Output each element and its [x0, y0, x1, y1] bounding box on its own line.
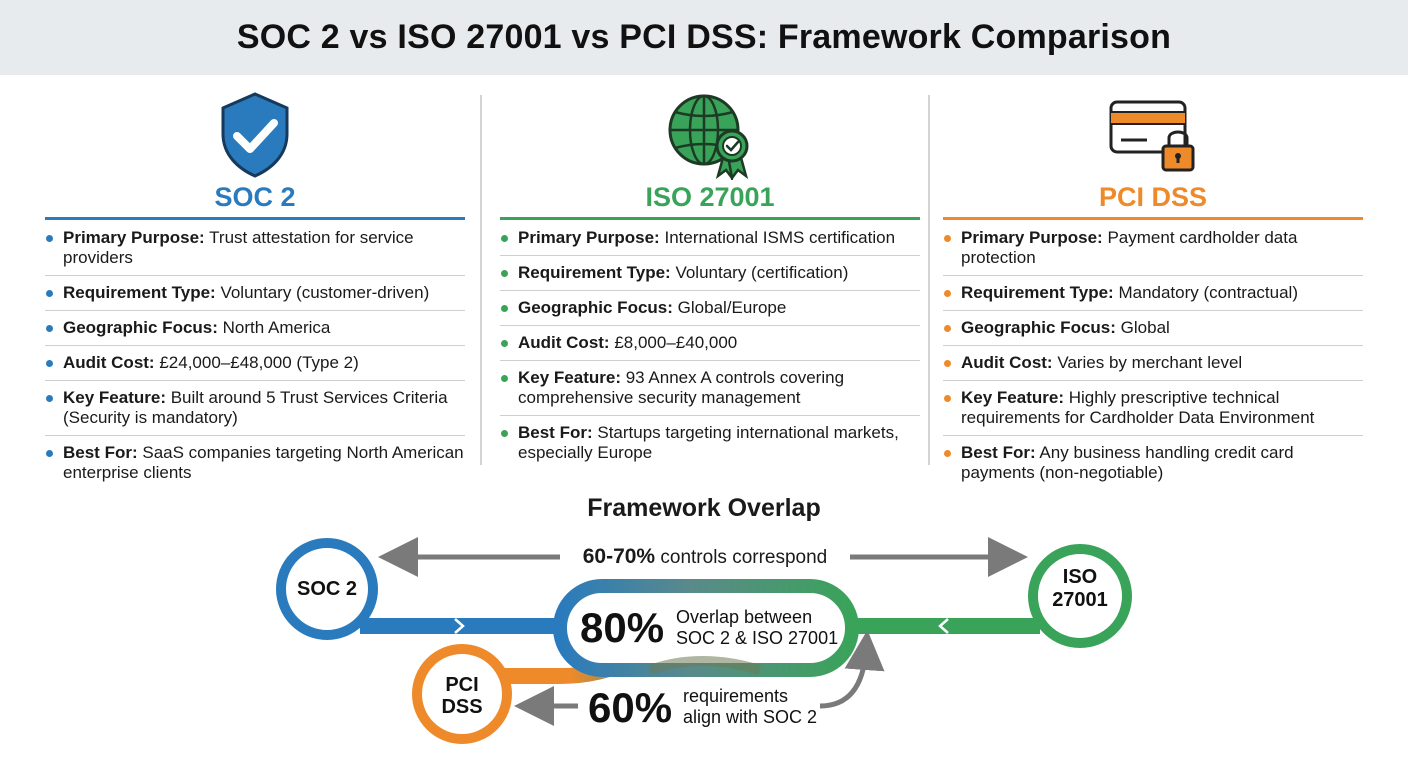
shield-check-icon [221, 92, 289, 178]
soc2-node [276, 538, 378, 640]
column-rule [500, 217, 920, 220]
overlap-title: Framework Overlap [587, 494, 821, 522]
page-title: SOC 2 vs ISO 27001 vs PCI DSS: Framework… [236, 18, 1172, 56]
feature-list: Primary Purpose: Trust attestation for s… [45, 221, 465, 490]
list-item: Geographic Focus: Global/Europe [500, 291, 920, 326]
center-overlap-shade [648, 656, 762, 675]
list-item: Requirement Type: Voluntary (certificati… [500, 256, 920, 291]
list-item: Primary Purpose: Trust attestation for s… [45, 221, 465, 276]
column-heading: ISO 27001 [645, 182, 775, 212]
globe-badge-icon [668, 94, 749, 180]
list-item: Key Feature: Built around 5 Trust Servic… [45, 381, 465, 436]
feature-list: Primary Purpose: Payment cardholder data… [943, 221, 1363, 490]
list-item: Primary Purpose: International ISMS cert… [500, 221, 920, 256]
column-heading: SOC 2 [214, 182, 296, 212]
list-item: Audit Cost: £24,000–£48,000 (Type 2) [45, 346, 465, 381]
pci-node [412, 644, 512, 744]
feature-list: Primary Purpose: International ISMS cert… [500, 221, 920, 470]
column-rule [943, 217, 1363, 220]
list-item: Requirement Type: Voluntary (customer-dr… [45, 276, 465, 311]
list-item: Key Feature: 93 Annex A controls coverin… [500, 361, 920, 416]
title-bar: SOC 2 vs ISO 27001 vs PCI DSS: Framework… [0, 0, 1408, 75]
list-item: Audit Cost: £8,000–£40,000 [500, 326, 920, 361]
pci-align-text: requirements align with SOC 2 [683, 686, 818, 727]
list-item: Best For: SaaS companies targeting North… [45, 436, 465, 490]
overlap-diagram [276, 537, 1132, 744]
pci-align-percent: 60% [588, 684, 673, 731]
column-rule [45, 217, 465, 220]
list-item: Requirement Type: Mandatory (contractual… [943, 276, 1363, 311]
soc2-node-label: SOC 2 [296, 578, 358, 600]
list-item: Geographic Focus: Global [943, 311, 1363, 346]
list-item: Primary Purpose: Payment cardholder data… [943, 221, 1363, 276]
column-heading: PCI DSS [1098, 182, 1208, 212]
card-lock-icon [1109, 100, 1195, 172]
center-overlap-capsule [553, 579, 859, 677]
list-item: Key Feature: Highly prescriptive technic… [943, 381, 1363, 436]
column-divider [480, 95, 482, 465]
iso-node-label: ISO 27001 [1052, 566, 1108, 611]
correspond-label: 60-70% controls correspond [560, 545, 850, 569]
column-divider [928, 95, 930, 465]
center-overlap-percent: 80% [580, 604, 665, 651]
soc2-chevron [454, 618, 465, 634]
pci-arrow-up [819, 630, 885, 709]
iso-chevron [938, 618, 949, 634]
iso-node [1028, 544, 1132, 648]
center-overlap-text: Overlap between SOC 2 & ISO 27001 [676, 607, 839, 648]
pci-node-label: PCI DSS [441, 674, 483, 718]
list-item: Best For: Startups targeting internation… [500, 416, 920, 470]
list-item: Best For: Any business handling credit c… [943, 436, 1363, 490]
list-item: Geographic Focus: North America [45, 311, 465, 346]
list-item: Audit Cost: Varies by merchant level [943, 346, 1363, 381]
